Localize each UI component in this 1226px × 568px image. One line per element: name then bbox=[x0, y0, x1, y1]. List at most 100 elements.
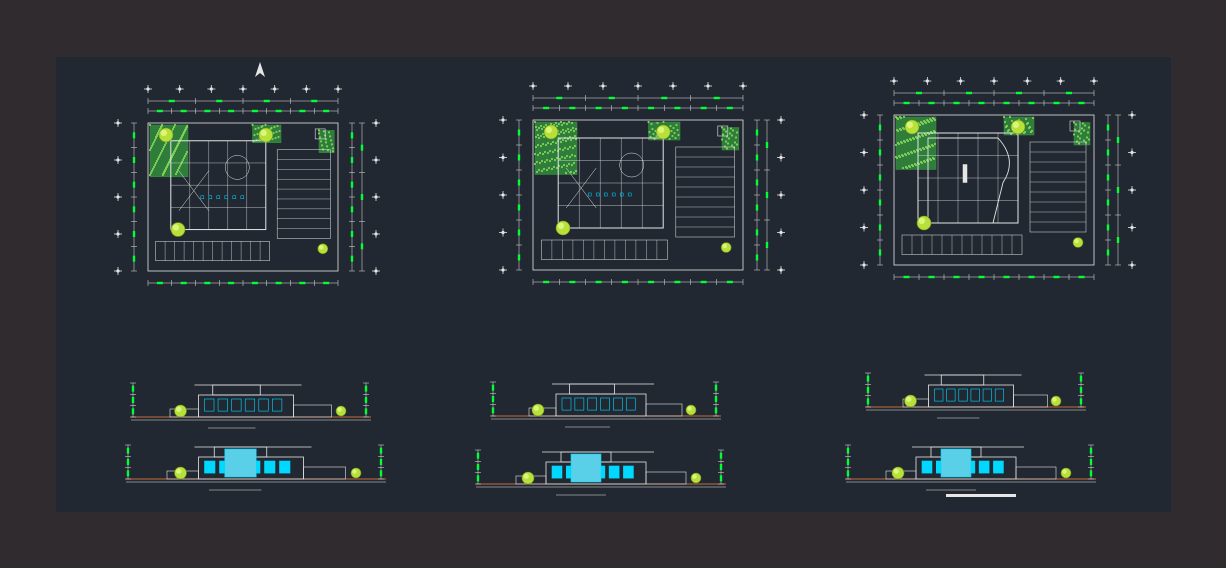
foliage-dot bbox=[676, 128, 679, 132]
top-dimension-chain bbox=[893, 100, 1095, 106]
dimension-text-mark bbox=[1016, 91, 1022, 95]
dimension-text-mark bbox=[569, 280, 576, 284]
dimension-text-mark bbox=[131, 408, 135, 415]
foliage-dot bbox=[895, 156, 899, 160]
axis-marker-right bbox=[1128, 111, 1136, 119]
axis-marker-right bbox=[372, 193, 380, 201]
dimension-text-mark bbox=[621, 106, 628, 110]
foliage-dot bbox=[730, 134, 734, 137]
foliage-dot bbox=[1006, 129, 1010, 133]
foliage-dot bbox=[1024, 117, 1028, 121]
foliage-dot bbox=[533, 162, 537, 166]
tree-highlight bbox=[557, 222, 565, 230]
axis-marker-top bbox=[599, 82, 607, 90]
elevation-tree bbox=[1060, 467, 1072, 479]
foliage-dot bbox=[901, 154, 905, 158]
foliage-dot bbox=[153, 138, 157, 142]
foliage-dot bbox=[325, 145, 329, 148]
foliage-dot bbox=[901, 166, 905, 170]
top-dimension-chain bbox=[532, 105, 744, 111]
foliage-dot bbox=[534, 145, 538, 149]
foliage-dot bbox=[721, 133, 725, 136]
window-glazing bbox=[204, 460, 216, 474]
model-space-canvas[interactable] bbox=[56, 57, 1171, 512]
elevation-tree bbox=[531, 403, 545, 417]
dimension-text-mark bbox=[903, 101, 910, 105]
dimension-text-mark bbox=[1106, 124, 1110, 131]
tree-highlight bbox=[1074, 238, 1079, 244]
garden-planting bbox=[1072, 121, 1091, 146]
axis-marker-right bbox=[1128, 186, 1136, 194]
foliage-dot bbox=[571, 146, 575, 150]
dimension-text-mark bbox=[299, 281, 306, 285]
foliage-dot bbox=[1022, 131, 1026, 135]
roof-outline bbox=[927, 137, 1010, 224]
plan-right bbox=[860, 77, 1136, 280]
foliage-dot bbox=[729, 127, 733, 130]
axis-marker-top bbox=[739, 82, 747, 90]
grid-marker-dot bbox=[1059, 79, 1063, 83]
foliage-dot bbox=[164, 141, 168, 145]
dimension-text-mark bbox=[228, 109, 235, 113]
foliage-dot bbox=[1029, 130, 1033, 134]
foliage-dot bbox=[650, 122, 653, 126]
grid-marker-dot bbox=[779, 230, 783, 235]
foliage-dot bbox=[160, 149, 164, 153]
foliage-dot bbox=[675, 123, 678, 127]
garden-planting bbox=[317, 129, 335, 153]
foliage-dot bbox=[548, 159, 552, 163]
dimension-text-mark bbox=[517, 154, 521, 161]
dimension-text-mark bbox=[916, 91, 922, 95]
dimension-text-mark bbox=[878, 149, 882, 156]
foliage-dot bbox=[668, 137, 671, 141]
cad-drawing-svg bbox=[114, 62, 1136, 497]
foliage-dot bbox=[1083, 124, 1087, 127]
grid-marker-dot bbox=[116, 158, 120, 162]
left-dimension-chain bbox=[131, 122, 137, 272]
foliage-dot bbox=[921, 134, 925, 138]
dimension-text-mark bbox=[1079, 398, 1083, 405]
parking-outline bbox=[276, 149, 331, 239]
foliage-dot bbox=[546, 141, 550, 145]
dimension-text-mark bbox=[168, 99, 175, 103]
fixture-symbol bbox=[587, 192, 592, 197]
foliage-dot bbox=[918, 123, 922, 127]
axis-marker-top bbox=[144, 85, 152, 93]
foliage-dot bbox=[178, 164, 182, 168]
elevation-tree bbox=[174, 466, 187, 480]
window-glazing bbox=[600, 397, 610, 411]
foliage-dot bbox=[894, 143, 898, 147]
axis-marker-top bbox=[956, 77, 965, 85]
foliage-dot bbox=[928, 145, 932, 149]
axis-marker-top bbox=[990, 77, 998, 85]
dimension-text-mark bbox=[1089, 470, 1093, 477]
foliage-dot bbox=[728, 132, 732, 135]
foliage-dot bbox=[539, 134, 543, 138]
tree-highlight bbox=[533, 405, 539, 411]
dimension-text-mark bbox=[1078, 101, 1085, 105]
dimension-text-mark bbox=[1106, 174, 1110, 181]
window-glazing bbox=[561, 397, 572, 411]
level-dimension-right bbox=[718, 449, 724, 485]
dimension-text-mark bbox=[978, 101, 985, 105]
foliage-dot bbox=[1072, 133, 1076, 136]
foliage-dot bbox=[723, 145, 727, 148]
axis-marker-top bbox=[334, 85, 342, 93]
foliage-dot bbox=[273, 125, 276, 129]
grid-marker-dot bbox=[116, 269, 120, 273]
dimension-text-mark bbox=[846, 459, 850, 465]
foliage-dot bbox=[567, 120, 571, 124]
dimension-text-mark bbox=[517, 254, 521, 261]
grid-marker-dot bbox=[992, 79, 996, 83]
foliage-dot bbox=[152, 165, 156, 169]
foliage-dot bbox=[261, 124, 264, 128]
foliage-dot bbox=[317, 132, 321, 135]
elevation-tree bbox=[350, 467, 362, 479]
dimension-text-mark bbox=[180, 281, 187, 285]
tree-highlight bbox=[1062, 469, 1067, 474]
foliage-dot bbox=[274, 136, 277, 140]
level-dimension-left bbox=[475, 449, 481, 485]
level-dimension-left bbox=[130, 382, 136, 418]
foliage-dot bbox=[569, 170, 573, 174]
